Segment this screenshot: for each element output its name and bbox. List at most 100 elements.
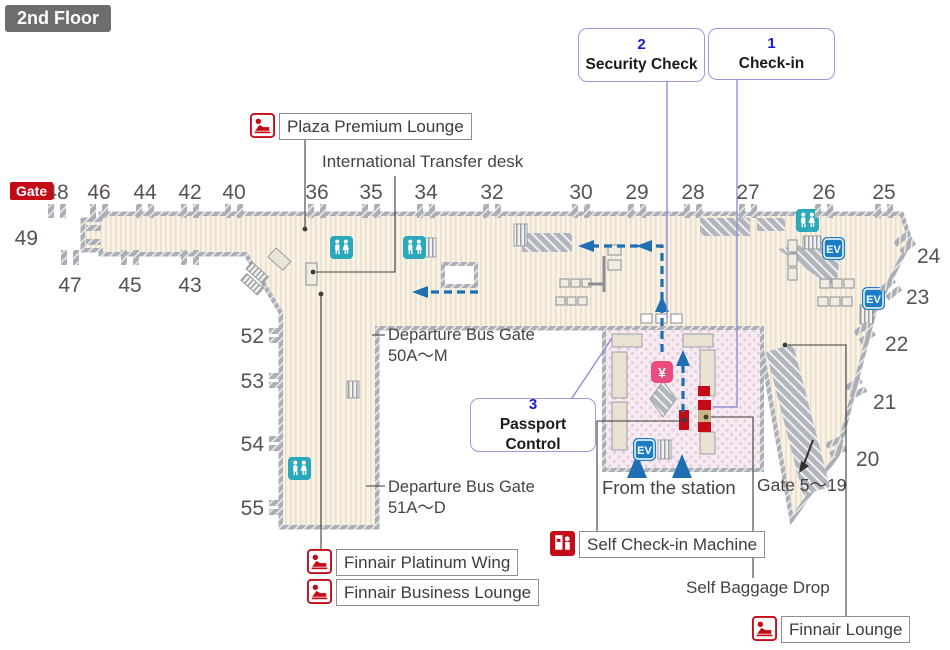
desks-and-counters <box>305 239 855 324</box>
jet-bridge <box>739 204 745 218</box>
jet-bridge <box>825 436 843 449</box>
toilet-icon <box>403 236 426 259</box>
elevator-icon: EV <box>862 287 885 310</box>
self-check-in-machine-label: Self Check-in Machine <box>550 531 766 558</box>
lounge-icon <box>752 616 777 641</box>
jet-bridge <box>849 386 868 400</box>
stairs-icon <box>346 380 360 399</box>
international-transfer-desk-label: International Transfer desk <box>322 152 524 171</box>
jet-bridge <box>86 239 101 245</box>
jet-bridge <box>417 204 423 218</box>
jet-bridge <box>269 337 283 343</box>
gate5-19-arrow <box>799 439 814 473</box>
jet-bridge <box>269 445 283 451</box>
gate-badge: Gate <box>10 182 54 200</box>
jet-bridge <box>640 204 646 218</box>
gate-number: 52 <box>241 325 264 348</box>
gate-number: 53 <box>241 370 264 393</box>
jet-bridge <box>269 328 283 334</box>
callout-security-check: 2 Security Check <box>578 28 705 82</box>
jet-bridge <box>225 204 231 218</box>
callout-passport-control: 3 Passport Control <box>470 396 596 453</box>
security-check-label: Security Check <box>585 55 698 73</box>
jet-bridge-group <box>879 277 903 301</box>
jet-bridge <box>86 225 101 231</box>
svg-text:¥: ¥ <box>658 365 666 381</box>
from-the-station-label: From the station <box>602 477 736 498</box>
gate-number: 21 <box>873 391 896 414</box>
escalator-icon <box>802 235 822 250</box>
gate5-19-ramp <box>766 344 830 495</box>
self-baggage-drop-label: Self Baggage Drop <box>686 578 830 597</box>
currency-exchange-icon: ¥ <box>651 361 673 383</box>
jet-bridge <box>875 204 881 218</box>
jet-bridge <box>60 204 66 218</box>
jet-bridge <box>193 204 199 218</box>
svg-text:EV: EV <box>637 445 652 457</box>
svg-text:EV: EV <box>866 294 881 306</box>
jet-bridge-group <box>845 377 868 400</box>
gate-number: 29 <box>625 181 648 204</box>
departure-bus-gate-50-label: Departure Bus Gate 50A〜M <box>388 326 535 365</box>
gate-number: 20 <box>856 448 879 471</box>
jet-bridge <box>858 330 876 345</box>
gate-5-19-label: Gate 5〜19 <box>757 475 847 495</box>
stairs-icon <box>513 223 528 247</box>
gate-number: 36 <box>305 181 328 204</box>
jet-bridge <box>853 321 871 337</box>
label-leaders <box>302 140 847 616</box>
plaza-premium-lounge-label: Plaza Premium Lounge <box>250 113 472 140</box>
gate-number: 26 <box>812 181 835 204</box>
jet-bridge <box>495 204 501 218</box>
jet-bridge-group <box>853 321 876 345</box>
jet-bridge-group <box>893 231 917 255</box>
jet-bridge <box>48 204 54 218</box>
gate-number: 27 <box>736 181 759 204</box>
passport-control-label: Passport Control <box>499 415 567 453</box>
jet-bridge <box>879 277 897 293</box>
jet-bridge <box>148 204 154 218</box>
jet-bridge <box>696 204 702 218</box>
gate-number: 32 <box>480 181 503 204</box>
jet-bridge <box>887 204 893 218</box>
gate-number: 46 <box>87 181 110 204</box>
check-in-label: Check-in <box>738 54 805 72</box>
jet-bridge <box>133 250 139 265</box>
jet-bridge <box>269 500 283 506</box>
concourse-floor <box>85 216 908 525</box>
station-counters <box>611 333 716 455</box>
gate-number: 25 <box>872 181 895 204</box>
callout-check-in: 1 Check-in <box>708 28 835 80</box>
jet-bridge <box>61 250 67 265</box>
security-lane <box>670 313 683 324</box>
jet-bridge <box>374 204 380 218</box>
jet-bridge <box>90 204 96 218</box>
finnair-lounge-label: Finnair Lounge <box>752 616 911 643</box>
finnair-platinum-wing-label: Finnair Platinum Wing <box>307 549 519 576</box>
gate-number: 45 <box>118 274 141 297</box>
finnair-business-lounge-label: Finnair Business Lounge <box>307 579 540 606</box>
jet-bridge <box>121 250 127 265</box>
jet-bridge <box>429 204 435 218</box>
jet-bridge <box>102 204 108 218</box>
jet-bridge <box>181 204 187 218</box>
jet-bridge <box>193 250 199 265</box>
gate-number: 47 <box>58 274 81 297</box>
jet-bridge <box>815 204 821 218</box>
passport-control-number: 3 <box>528 396 538 414</box>
gate-number: 30 <box>569 181 592 204</box>
lounge-icon <box>307 549 332 574</box>
walking-route <box>412 240 690 412</box>
jet-bridge <box>269 509 283 515</box>
jet-bridge <box>269 373 283 379</box>
station-pillar <box>649 380 677 418</box>
station-entrance-arrows <box>627 454 692 478</box>
jet-bridge <box>73 250 79 265</box>
jet-bridge <box>320 204 326 218</box>
lounge-icon <box>250 113 275 138</box>
jet-bridge <box>829 445 848 458</box>
gate-number: 44 <box>133 181 157 204</box>
jet-bridge <box>572 204 578 218</box>
jet-bridge-group <box>825 436 848 458</box>
